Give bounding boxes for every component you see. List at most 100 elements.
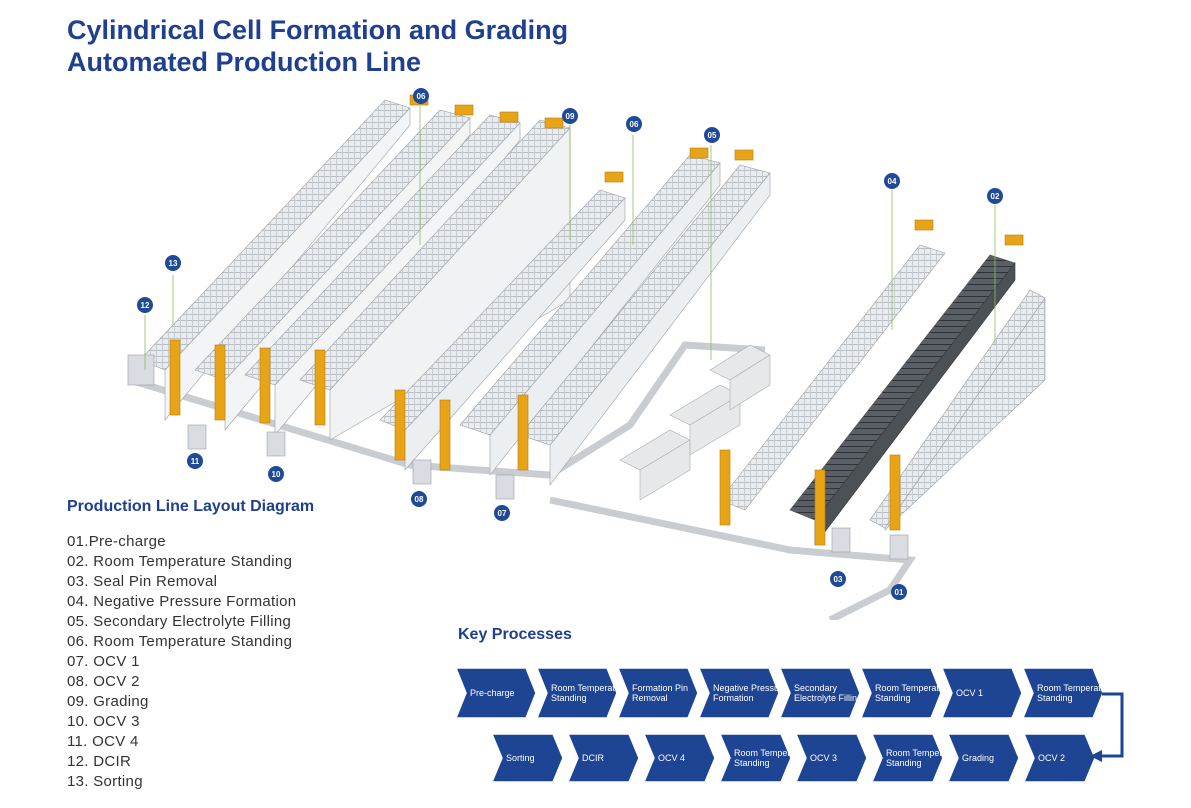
process-step-text: Secondary — [794, 683, 838, 693]
legend-item: 10. OCV 3 — [67, 713, 140, 730]
process-step — [1021, 667, 1104, 719]
process-step — [616, 667, 699, 719]
marker-02: 02 — [987, 188, 1003, 204]
legend-item: 05. Secondary Electrolyte Filling — [67, 613, 292, 630]
process-step-text: OCV 2 — [1038, 753, 1065, 763]
marker-11: 11 — [187, 453, 203, 469]
process-step — [697, 667, 780, 719]
process-step-text: DCIR — [582, 753, 604, 763]
production-line-illustration — [127, 94, 1046, 620]
marker-07: 07 — [494, 505, 510, 521]
process-step-label: OCV 1 — [956, 688, 983, 698]
process-step-text: Standing — [886, 758, 922, 768]
process-step-text: Electrolyte Filling — [794, 693, 862, 703]
process-step-text: Room Temperature — [886, 748, 963, 758]
filling-station — [619, 344, 771, 501]
layout-heading: Production Line Layout Diagram — [67, 498, 315, 515]
process-step-text: OCV 3 — [810, 753, 837, 763]
process-step — [535, 667, 618, 719]
process-step — [566, 733, 640, 783]
rack-group-middle — [379, 154, 771, 486]
process-step — [1022, 733, 1096, 783]
rack-group-right — [719, 244, 1046, 546]
process-step — [490, 733, 564, 783]
process-step — [778, 667, 861, 719]
process-step-text: Standing — [734, 758, 770, 768]
legend-item: 02. Room Temperature Standing — [67, 553, 293, 570]
conveyor-track — [128, 341, 917, 620]
process-step — [642, 733, 716, 783]
flow-arrow-icon — [1090, 692, 1124, 762]
marker-04: 04 — [884, 173, 900, 189]
process-step-label: DCIR — [582, 753, 604, 763]
legend-item: 11. OCV 4 — [67, 733, 139, 750]
process-step-text: Grading — [962, 753, 994, 763]
process-step-text: Room Temperature — [1037, 683, 1114, 693]
process-step-label: OCV 2 — [1038, 753, 1065, 763]
marker-09: 09 — [562, 108, 578, 124]
legend-item: 04. Negative Pressure Formation — [67, 593, 297, 610]
stacker-robots — [169, 94, 1024, 546]
legend-list: 01.Pre-charge 02. Room Temperature Stand… — [67, 532, 296, 792]
process-step-text: Pre-charge — [470, 688, 515, 698]
key-processes-heading: Key Processes — [458, 626, 572, 643]
process-step-text: OCV 1 — [956, 688, 983, 698]
marker-10: 10 — [268, 466, 284, 482]
title-line1: Cylindrical Cell Formation and Grading — [67, 15, 569, 45]
process-step-text: Negative Pressure — [713, 683, 787, 693]
process-step-text: Sorting — [506, 753, 535, 763]
legend-item: 12. DCIR — [67, 753, 132, 770]
process-step-text: OCV 4 — [658, 753, 685, 763]
process-step — [718, 733, 792, 783]
legend-item: 01.Pre-charge — [67, 533, 166, 550]
process-step-text: Standing — [551, 693, 587, 703]
process-step-text: Standing — [1037, 693, 1073, 703]
process-step-label: OCV 3 — [810, 753, 837, 763]
process-step-label: Sorting — [506, 753, 535, 763]
station-units — [127, 354, 909, 560]
process-step-text: Room Temperature — [551, 683, 628, 693]
page-title: Cylindrical Cell Formation and Grading A… — [67, 14, 568, 78]
process-step-text: Room Temperature — [734, 748, 811, 758]
legend-item: 08. OCV 2 — [67, 673, 140, 690]
process-step — [859, 667, 942, 719]
process-step — [454, 667, 537, 719]
marker-08: 08 — [411, 491, 427, 507]
process-step-text: Formation — [713, 693, 754, 703]
process-step-text: Room Temperature — [875, 683, 952, 693]
marker-12: 12 — [137, 297, 153, 313]
process-step-text: Removal — [632, 693, 668, 703]
marker-06b: 06 — [626, 116, 642, 132]
legend-item: 09. Grading — [67, 693, 149, 710]
rack-group-left — [139, 99, 571, 441]
legend-item: 13. Sorting — [67, 773, 143, 790]
marker-01: 01 — [891, 584, 907, 600]
legend-item: 03. Seal Pin Removal — [67, 573, 218, 590]
process-step-label: OCV 4 — [658, 753, 685, 763]
marker-03: 03 — [830, 571, 846, 587]
leader-lines — [144, 100, 996, 370]
process-step — [940, 667, 1023, 719]
process-step-text: Standing — [875, 693, 911, 703]
process-step-text: Formation Pin — [632, 683, 688, 693]
marker-13: 13 — [165, 255, 181, 271]
process-step — [870, 733, 944, 783]
marker-06a: 06 — [413, 88, 429, 104]
process-step-label: Grading — [962, 753, 994, 763]
marker-05: 05 — [704, 127, 720, 143]
process-step — [794, 733, 868, 783]
legend-item: 07. OCV 1 — [67, 653, 140, 670]
legend-item: 06. Room Temperature Standing — [67, 633, 293, 650]
process-step-label: Pre-charge — [470, 688, 515, 698]
